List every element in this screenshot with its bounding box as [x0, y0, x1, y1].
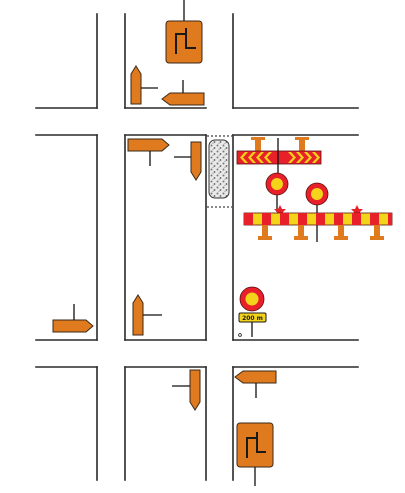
- marker-dot: [238, 333, 242, 337]
- arrow-board: [161, 92, 205, 106]
- chevron-barrier: [236, 137, 322, 175]
- barrier-foot: [295, 137, 309, 140]
- detour-sign-bottom: [236, 422, 274, 486]
- road-closed-sign-3: 200 m: [238, 286, 267, 337]
- road-network: [35, 13, 359, 481]
- detour-sign-top: [165, 0, 203, 64]
- direction-sign-down-1: [174, 141, 202, 181]
- arrow-board: [234, 370, 277, 384]
- detour-symbol: [175, 28, 196, 54]
- direction-sign-left-1: [161, 80, 205, 106]
- road-closed-sign-2: [305, 182, 329, 242]
- excavation-area: [207, 135, 232, 208]
- barrier-leg: [299, 138, 305, 152]
- road-closed-sign-1: [265, 172, 289, 212]
- arrow-board: [190, 141, 202, 181]
- direction-sign-left-2: [234, 370, 277, 398]
- barrier-legs: [258, 225, 384, 240]
- detour-board: [236, 422, 274, 468]
- striped-barrier: [243, 205, 393, 240]
- direction-sign-right-2: [52, 304, 94, 333]
- direction-sign-down-2: [172, 369, 201, 411]
- no-entry-icon-center: [311, 188, 323, 200]
- direction-sign-up-1: [130, 65, 158, 105]
- arrow-board: [189, 369, 201, 411]
- barrier-stripes: [244, 213, 392, 225]
- arrow-board: [127, 138, 170, 152]
- no-entry-icon-center: [245, 292, 259, 306]
- direction-sign-up-2: [132, 294, 162, 336]
- chevron-marks: [240, 152, 320, 163]
- no-entry-icon-center: [271, 178, 283, 190]
- arrow-board: [130, 65, 142, 105]
- barrier-leg: [255, 138, 261, 152]
- detour-symbol: [246, 432, 266, 458]
- direction-sign-right-1: [127, 138, 170, 166]
- detour-board: [165, 20, 203, 64]
- barrier-foot: [251, 137, 265, 140]
- gravel-pile: [208, 139, 230, 199]
- arrow-board: [52, 319, 94, 333]
- distance-plate-text: 200 m: [242, 315, 263, 322]
- arrow-board: [132, 294, 144, 336]
